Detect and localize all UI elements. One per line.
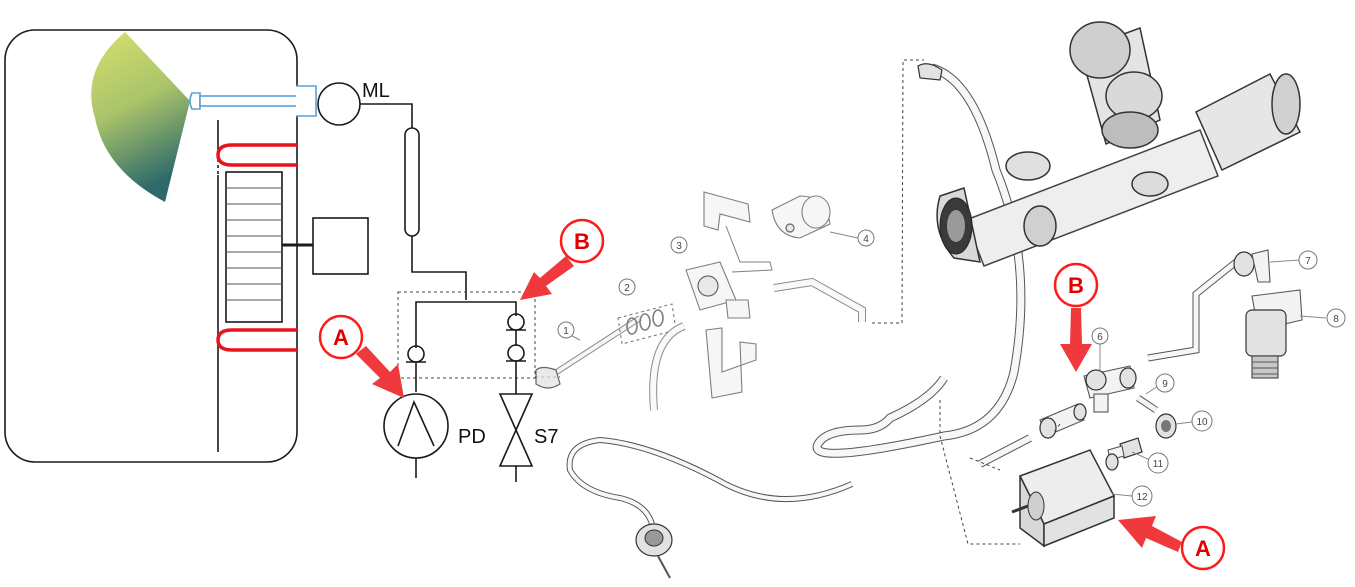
manifold-assembly [936,21,1302,267]
part-number-1: 1 [557,321,581,341]
part-3-flange [685,261,751,319]
part-4-motor [771,195,831,239]
part-number-3: 3 [670,236,688,254]
heater-top [216,143,297,167]
bracket-lower [705,327,757,399]
svg-text:11: 11 [1153,459,1164,470]
accumulator [404,127,420,237]
nozzle [189,85,317,117]
part-number-8: 8 [1299,308,1346,328]
arrow-a-schematic [356,346,404,398]
part-9-tube [1136,395,1158,413]
svg-text:A: A [333,325,349,350]
svg-text:3: 3 [676,241,682,252]
check-valve-pump [406,345,426,392]
schematic: ML PD [4,29,560,482]
fitting-inline [1039,403,1087,439]
part-6-tee [1083,365,1137,413]
solenoid-valve-symbol [498,393,534,482]
part-2-seals [617,303,677,345]
svg-text:10: 10 [1196,417,1208,428]
part-number-2: 2 [618,278,636,296]
bracket-upper [703,191,751,231]
svg-text:9: 9 [1162,379,1168,390]
part-1-rod [535,315,642,389]
exploded-view-right [566,21,1303,579]
part-10-fitting [1155,413,1177,439]
svg-text:6: 6 [1097,332,1103,343]
control-box [312,217,369,275]
label-pd: PD [458,426,486,448]
arrow-b-schematic [520,256,574,300]
callout-a-exploded: A [1180,525,1226,571]
part-number-10: 10 [1175,410,1213,432]
callout-a-schematic: A [318,314,364,360]
svg-text:2: 2 [624,283,630,294]
part-number-6: 6 [1091,327,1109,372]
svg-text:A: A [1195,536,1211,561]
part-7-elbow [1233,249,1271,283]
check-valve-s7-upper [506,313,526,346]
svg-text:4: 4 [863,234,869,245]
svg-text:B: B [574,229,590,254]
filter-stack [225,171,283,323]
part-12-pump [1011,449,1119,548]
dashed-link-path [872,59,924,324]
callout-b-exploded: B [1053,262,1099,308]
part-number-11: 11 [1131,451,1169,474]
arrow-a-exploded [1118,516,1182,552]
svg-text:1: 1 [563,326,569,337]
pump-symbol [383,393,449,478]
callout-b-schematic: B [559,218,605,264]
ml-valve-symbol [317,82,361,126]
sensor-disc [635,523,673,579]
svg-text:B: B [1068,273,1084,298]
spray-cone [91,32,190,202]
label-ml: ML [362,80,390,102]
svg-text:12: 12 [1136,492,1148,503]
part-8-valve [1245,289,1303,379]
svg-text:8: 8 [1333,314,1339,325]
part-number-4: 4 [829,229,875,247]
label-s7: S7 [534,426,558,448]
valve-block-outline [397,291,536,379]
sensor-cable [566,436,854,526]
part-number-7: 7 [1269,250,1318,270]
part-number-9: 9 [1145,373,1175,395]
exploded-view-center [535,191,866,411]
part-number-12: 12 [1111,485,1153,507]
heater-bottom [216,328,297,352]
check-valve-s7-lower [506,344,526,394]
arrow-b-exploded [1060,308,1092,372]
svg-text:7: 7 [1305,256,1311,267]
